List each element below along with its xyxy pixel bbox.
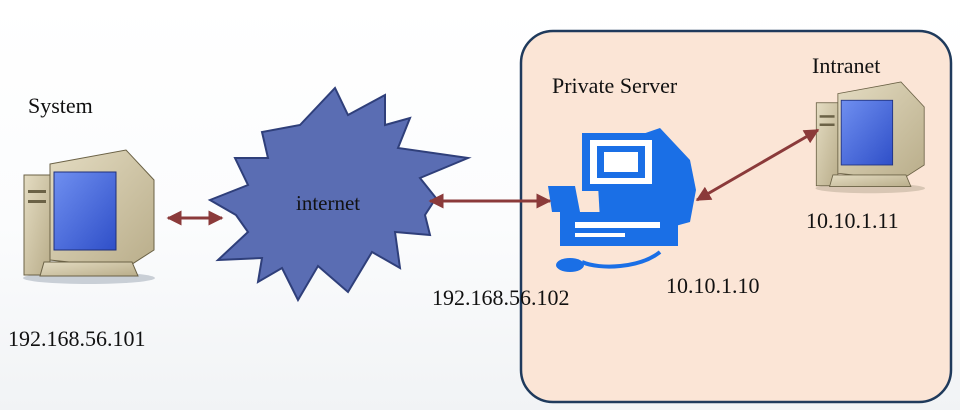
internet-cloud-icon	[207, 86, 472, 303]
server-internal-ip: 10.10.1.10	[666, 273, 760, 298]
private-server-label: Private Server	[552, 73, 678, 98]
system-computer-icon	[23, 149, 155, 284]
system-label: System	[28, 93, 93, 118]
intranet-computer-icon	[815, 81, 926, 194]
server-external-ip: 192.168.56.102	[432, 285, 570, 310]
server-intranet-link	[695, 128, 820, 202]
system-ip: 192.168.56.101	[8, 326, 146, 351]
internet-label: internet	[296, 191, 361, 215]
intranet-ip: 10.10.1.11	[806, 208, 899, 233]
intranet-label: Intranet	[812, 53, 881, 78]
server-computer-icon	[548, 128, 696, 272]
